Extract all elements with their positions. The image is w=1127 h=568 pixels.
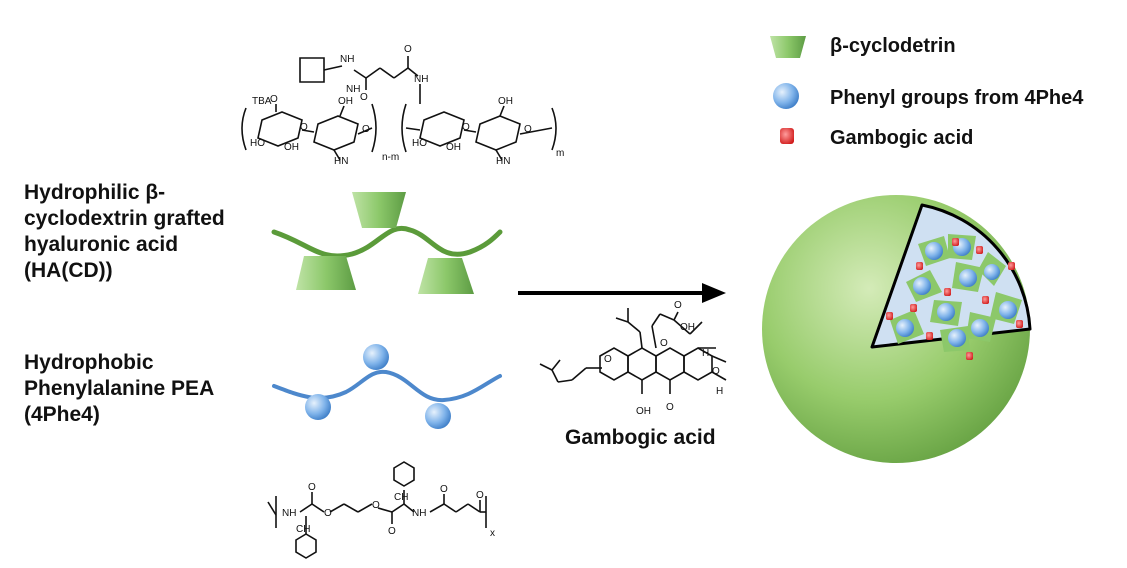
cd-cone-right	[418, 258, 474, 294]
chem-o-ga-3: O	[660, 338, 668, 349]
ha-backbone	[271, 225, 503, 259]
chem-o-7: O	[524, 124, 532, 135]
chem-o-pea-6: O	[476, 490, 484, 501]
pea-structure	[267, 461, 487, 559]
gambogic-acid-label: Gambogic acid	[565, 426, 716, 449]
chem-hn-2: HN	[496, 156, 510, 167]
chem-o-6: O	[462, 122, 470, 133]
chem-hn-1: HN	[334, 156, 348, 167]
chem-ho-1: HO	[250, 138, 265, 149]
cutaway-contents	[886, 234, 1023, 360]
chem-ch-pea-1: CH	[296, 524, 310, 535]
chem-nm: n-m	[382, 152, 399, 163]
legend-label-phenyl: Phenyl groups from 4Phe4	[830, 87, 1084, 109]
cd-cone-top	[352, 192, 406, 228]
chem-o-ga-4: O	[674, 300, 682, 311]
chem-m: m	[556, 148, 564, 159]
legend-cube-icon	[780, 128, 794, 144]
phenyl-sphere-right	[425, 403, 451, 429]
chem-ch-pea-2: CH	[394, 492, 408, 503]
arrow-head-icon	[702, 283, 726, 303]
chem-o-4: O	[300, 122, 308, 133]
chem-h-ga-1: H	[702, 348, 709, 359]
legend-sphere-icon	[773, 83, 799, 109]
chem-o-pea-1: O	[308, 482, 316, 493]
legend-cone-icon	[770, 36, 806, 58]
legend-label-gambogic: Gambogic acid	[830, 127, 974, 149]
hacd-line-2: cyclodextrin grafted	[24, 207, 225, 230]
chem-oh-1: OH	[338, 96, 353, 107]
chem-x: x	[490, 528, 495, 539]
chem-oh-ga-2: OH	[680, 322, 695, 333]
chem-nh-2: NH	[346, 84, 360, 95]
chem-nh-3: NH	[414, 74, 428, 85]
chem-nh-pea-2: NH	[412, 508, 426, 519]
hacd-line-3: hyaluronic acid	[24, 233, 179, 256]
chem-o-pea-5: O	[440, 484, 448, 495]
pea-line-2: Phenylalanine PEA	[24, 377, 215, 400]
chem-o-pea-4: O	[388, 526, 396, 537]
pea-label: Hydrophobic Phenylalanine PEA (4Phe4)	[24, 350, 214, 428]
chem-nh-1: NH	[340, 54, 354, 65]
chem-o-5: O	[362, 124, 370, 135]
chem-ho-2: HO	[412, 138, 427, 149]
chem-h-ga-2: H	[716, 386, 723, 397]
chem-o-pea-2: O	[324, 508, 332, 519]
chem-tba: TBA	[252, 96, 272, 107]
chem-o-ga-2: O	[604, 354, 612, 365]
gambogic-structure	[539, 308, 727, 394]
chem-o-3: O	[270, 94, 278, 105]
phenyl-sphere-left	[305, 394, 331, 420]
hacd-line-4: (HA(CD))	[24, 259, 113, 282]
hacd-structure	[241, 56, 557, 161]
hacd-label: Hydrophilic β- cyclodextrin grafted hyal…	[24, 180, 225, 284]
chem-oh-3: OH	[284, 142, 299, 153]
cd-cone-left	[296, 256, 356, 290]
phenyl-sphere-top	[363, 344, 389, 370]
chem-nh-pea-1: NH	[282, 508, 296, 519]
pea-line-1: Hydrophobic	[24, 351, 154, 374]
chem-oh-2: OH	[498, 96, 513, 107]
chem-oh-4: OH	[446, 142, 461, 153]
pea-backbone	[272, 369, 502, 403]
legend-label-cyclodextrin: β-cyclodetrin	[830, 35, 956, 57]
hacd-line-1: Hydrophilic β-	[24, 181, 166, 204]
pea-line-3: (4Phe4)	[24, 403, 100, 426]
chem-oh-ga-1: OH	[636, 406, 651, 417]
chem-o-ga-5: O	[712, 366, 720, 377]
chem-o-pea-3: O	[372, 500, 380, 511]
chem-o-2: O	[404, 44, 412, 55]
chem-o-ga-1: O	[666, 402, 674, 413]
chem-o-1: O	[360, 92, 368, 103]
